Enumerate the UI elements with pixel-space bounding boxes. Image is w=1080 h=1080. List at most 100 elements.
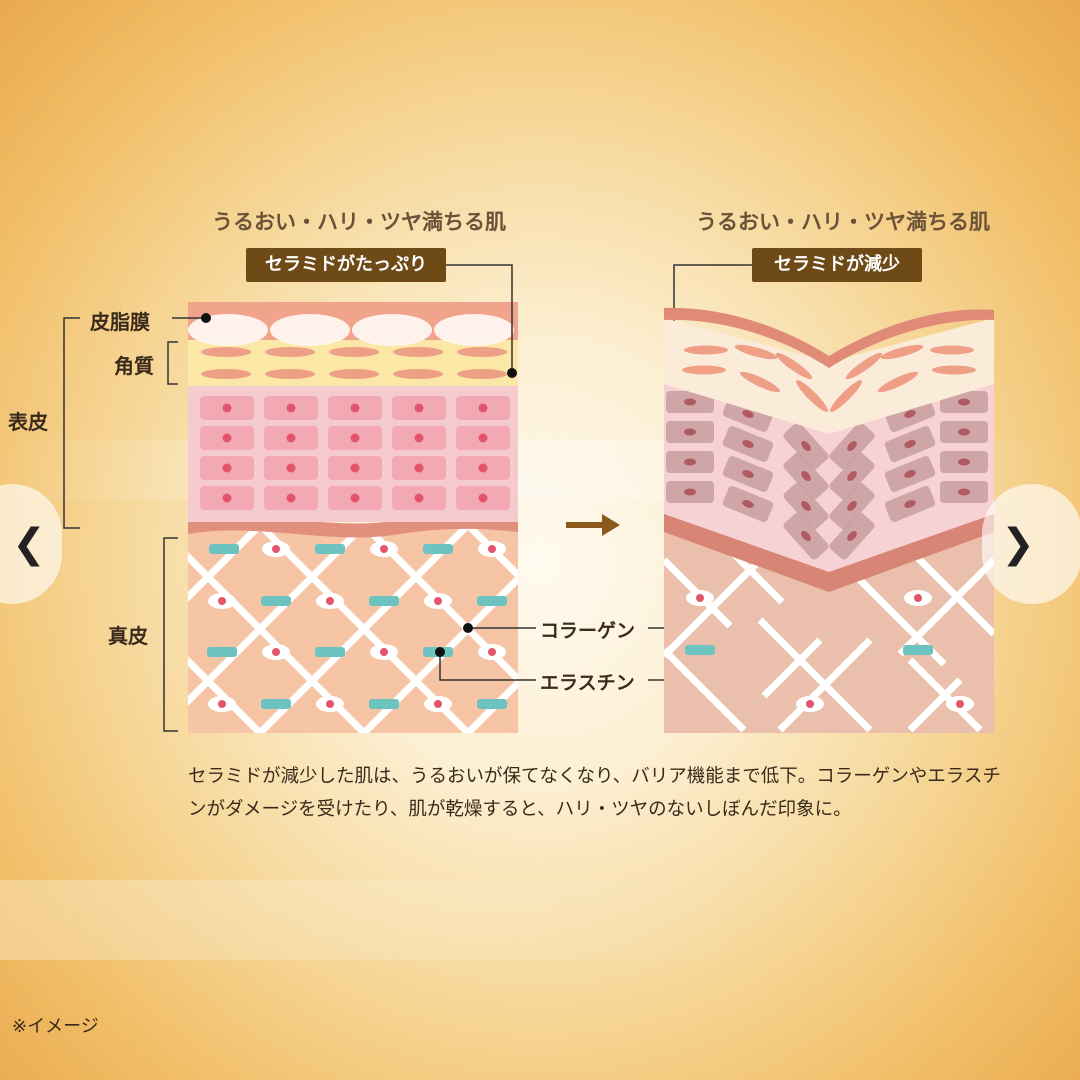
damaged-stratum-cell xyxy=(877,371,919,393)
dermis-bracket xyxy=(163,537,178,732)
cell-nucleus xyxy=(434,597,442,605)
elastin-fiber xyxy=(369,596,399,606)
sebum-bubble xyxy=(434,314,514,346)
left-panel-heading: うるおい・ハリ・ツヤ満ちる肌 xyxy=(212,210,506,234)
cell-nucleus xyxy=(380,648,388,656)
damaged-collagen-fiber xyxy=(907,677,963,733)
damaged-collagen-fiber xyxy=(664,647,747,733)
cell-nucleus xyxy=(696,594,704,602)
cell-nucleus xyxy=(286,493,296,503)
sebum-bubbles xyxy=(188,314,514,346)
stratum-cell xyxy=(329,347,379,357)
elastin-fiber xyxy=(477,699,507,709)
epidermis-cells xyxy=(200,396,510,510)
previous-slide-button[interactable]: ❮ xyxy=(0,484,62,604)
damaged-cell-nucleus xyxy=(847,440,857,452)
elastin-dot xyxy=(435,647,445,657)
damaged-cell-nucleus xyxy=(904,470,916,478)
elastin-fiber xyxy=(315,647,345,657)
collagen-dot xyxy=(463,623,473,633)
cell-nucleus xyxy=(350,403,360,413)
epidermis-label: 表皮 xyxy=(8,410,48,434)
damaged-cell-nucleus xyxy=(904,500,916,508)
damaged-stratum-cell xyxy=(830,380,862,412)
stratum-cell xyxy=(201,347,251,357)
next-slide-button[interactable]: ❯ xyxy=(982,484,1080,604)
damaged-stratum-cell xyxy=(734,344,778,360)
damaged-cell-nucleus xyxy=(958,398,970,406)
damaged-elastin-fiber xyxy=(685,645,715,655)
image-footnote: ※イメージ xyxy=(12,1016,99,1037)
damaged-cell-nucleus xyxy=(684,398,696,406)
damaged-cell-nucleus xyxy=(847,500,857,512)
damaged-basement-membrane xyxy=(664,512,994,592)
cell-nucleus xyxy=(414,463,424,473)
elastin-fiber xyxy=(261,596,291,606)
damaged-stratum-cells xyxy=(682,344,976,412)
damaged-cell-nucleus xyxy=(684,428,696,436)
cell-nucleus xyxy=(286,463,296,473)
stratum-cell xyxy=(457,369,507,379)
cell-nucleus xyxy=(350,463,360,473)
cell-nucleus xyxy=(488,648,496,656)
cell-nucleus xyxy=(914,594,922,602)
damaged-cell-nucleus xyxy=(742,470,754,478)
stratum-cell xyxy=(201,369,251,379)
stratum-cells xyxy=(201,347,507,379)
collagen-fiber xyxy=(465,678,518,733)
cell-nucleus xyxy=(286,403,296,413)
damaged-stratum-cell xyxy=(845,352,883,380)
cell-nucleus xyxy=(218,597,226,605)
damaged-stratum-cell xyxy=(682,365,726,375)
stratum-cell xyxy=(265,347,315,357)
cell-nucleus xyxy=(806,700,814,708)
collagen-fiber xyxy=(188,525,367,706)
cell-nucleus xyxy=(222,493,232,503)
cell-nucleus xyxy=(956,700,964,708)
damaged-collagen-fiber xyxy=(664,557,763,659)
cell-nucleus xyxy=(218,700,226,708)
elastin-leader xyxy=(439,652,536,681)
damaged-epidermis-layer xyxy=(664,382,994,572)
damaged-cell-nucleus xyxy=(801,530,811,542)
damaged-cell-nucleus xyxy=(742,440,754,448)
elastin-fiber xyxy=(477,596,507,606)
cell-nucleus xyxy=(350,493,360,503)
damaged-stratum-cell xyxy=(930,345,974,355)
cell-nucleus xyxy=(286,433,296,443)
elastin-fiber xyxy=(209,544,239,554)
collagen-label: コラーゲン xyxy=(540,620,636,642)
elastin-fiber xyxy=(315,544,345,554)
damaged-collagen-fiber xyxy=(897,557,994,657)
elastin-fibers xyxy=(207,544,507,709)
stratum-corneum-layer xyxy=(188,340,518,386)
cell-nucleus xyxy=(350,433,360,443)
damaged-elastin-fiber xyxy=(903,645,933,655)
damaged-stratum-cell xyxy=(796,380,828,412)
damaged-stratum-cell xyxy=(932,365,976,375)
damaged-cell-nucleus xyxy=(684,488,696,496)
damaged-stratum-cell xyxy=(775,352,813,380)
elastin-fiber xyxy=(207,647,237,657)
dermis-layer xyxy=(188,525,518,733)
damaged-cell-nucleus xyxy=(847,470,857,482)
right-panel-heading: うるおい・ハリ・ツヤ満ちる肌 xyxy=(696,210,990,234)
damaged-cell-nucleus xyxy=(801,500,811,512)
damaged-cell-nucleus xyxy=(958,458,970,466)
damaged-cell-nucleus xyxy=(742,410,754,418)
elastin-fiber xyxy=(369,699,399,709)
sebum-bubble xyxy=(188,314,268,346)
cell-nucleus xyxy=(222,463,232,473)
sebum-bubble xyxy=(352,314,432,346)
damaged-cell-nucleus xyxy=(904,410,916,418)
cell-nucleus xyxy=(222,433,232,443)
epidermis-bracket xyxy=(63,317,80,529)
damaged-cell-nucleus xyxy=(742,500,754,508)
cell-nucleus xyxy=(488,545,496,553)
elastin-fiber xyxy=(261,699,291,709)
damaged-stratum-cell xyxy=(684,345,728,355)
cell-nucleus xyxy=(434,700,442,708)
stratum-bracket xyxy=(167,341,178,385)
cell-nucleus xyxy=(478,463,488,473)
